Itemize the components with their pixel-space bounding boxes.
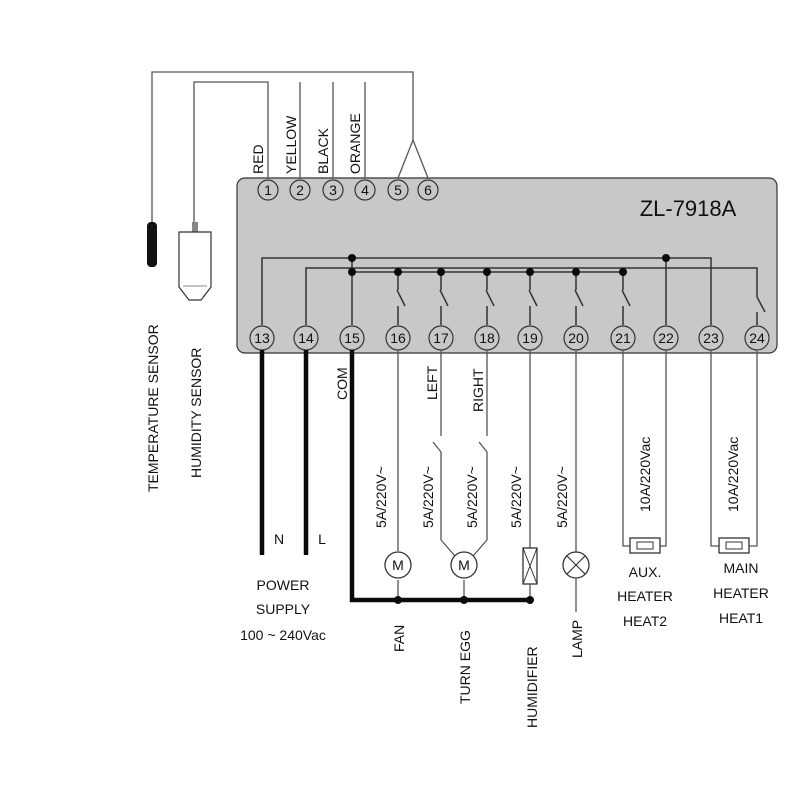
power-supply-label-line3: 100 ~ 240Vac (240, 627, 326, 643)
main-heater-label-line2: HEATER (713, 585, 769, 601)
left-label: LEFT (424, 365, 440, 400)
wire-color-black: BLACK (315, 127, 331, 174)
svg-text:5: 5 (394, 182, 402, 198)
bottom-terminal-16: 16 (385, 325, 411, 351)
neutral-label: N (274, 531, 284, 547)
aux-heater-rating: 10A/220Vac (637, 437, 653, 512)
svg-text:20: 20 (568, 330, 584, 346)
temperature-sensor-probe (147, 222, 157, 267)
lamp-circuit (562, 350, 590, 612)
humidifier-circuit (522, 350, 538, 604)
controller-panel (236, 177, 778, 354)
svg-text:13: 13 (254, 330, 270, 346)
main-heater-circuit (710, 350, 758, 554)
main-heater-label-line3: HEAT1 (719, 610, 763, 626)
lamp-rating: 5A/220V~ (554, 466, 570, 528)
lamp-label: LAMP (569, 620, 585, 658)
aux-heater-label-line3: HEAT2 (623, 613, 667, 629)
bottom-terminal-17: 17 (428, 325, 454, 351)
top-terminal-2: 2 (289, 179, 311, 201)
svg-text:2: 2 (296, 182, 304, 198)
main-heater-label-line1: MAIN (724, 560, 759, 576)
bottom-terminal-19: 19 (517, 325, 543, 351)
svg-text:15: 15 (344, 330, 360, 346)
fan-label: FAN (391, 625, 407, 652)
wire-color-orange: ORANGE (347, 113, 363, 174)
humidity-sensor-body (178, 222, 212, 301)
bottom-terminal-24: 24 (744, 325, 770, 351)
top-terminal-4: 4 (354, 179, 376, 201)
svg-text:19: 19 (522, 330, 538, 346)
power-supply-label-line1: POWER (257, 577, 310, 593)
svg-text:M: M (458, 557, 470, 573)
svg-text:22: 22 (658, 330, 674, 346)
svg-text:3: 3 (329, 182, 337, 198)
com-return-wire (349, 350, 532, 603)
aux-heater-label-line2: HEATER (617, 588, 673, 604)
svg-text:18: 18 (479, 330, 495, 346)
right-label: RIGHT (470, 368, 486, 412)
turn-egg-label: TURN EGG (457, 630, 473, 704)
humidity-sensor-label: HUMIDITY SENSOR (188, 348, 204, 478)
fan-circuit: M (384, 350, 412, 604)
bottom-terminal-18: 18 (474, 325, 500, 351)
wire-color-yellow: YELLOW (283, 115, 299, 174)
aux-heater-label-line1: AUX. (629, 564, 662, 580)
fan-rating: 5A/220V~ (373, 466, 389, 528)
bottom-terminal-22: 22 (653, 325, 679, 351)
temperature-sensor-label: TEMPERATURE SENSOR (145, 324, 161, 492)
internal-relay-wiring (261, 254, 766, 325)
bottom-terminal-20: 20 (563, 325, 589, 351)
power-supply-label-line2: SUPPLY (256, 601, 311, 617)
svg-text:16: 16 (390, 330, 406, 346)
aux-heater-circuit (622, 350, 667, 554)
svg-text:4: 4 (361, 182, 369, 198)
top-terminal-1: 1 (257, 179, 279, 201)
turn-egg-right-rating: 5A/220V~ (464, 466, 480, 528)
humidifier-rating: 5A/220V~ (508, 466, 524, 528)
main-heater-rating: 10A/220Vac (725, 437, 741, 512)
top-terminal-3: 3 (322, 179, 344, 201)
bottom-terminal-21: 21 (610, 325, 636, 351)
bottom-terminal-13: 13 (249, 325, 275, 351)
bottom-terminal-23: 23 (698, 325, 724, 351)
svg-text:6: 6 (424, 182, 432, 198)
live-label: L (318, 531, 326, 547)
model-label: ZL-7918A (640, 196, 737, 221)
top-terminal-5: 5 (387, 179, 409, 201)
svg-text:21: 21 (615, 330, 631, 346)
svg-text:14: 14 (298, 330, 314, 346)
svg-text:24: 24 (749, 330, 765, 346)
sensor-wires (151, 71, 429, 225)
wire-color-red: RED (250, 144, 266, 174)
bottom-terminal-14: 14 (293, 325, 319, 351)
turn-egg-left-rating: 5A/220V~ (420, 466, 436, 528)
top-terminal-6: 6 (417, 179, 439, 201)
bottom-terminal-15: 15 (339, 325, 365, 351)
com-label: COM (334, 367, 350, 400)
svg-text:17: 17 (433, 330, 449, 346)
turn-egg-circuit: M (432, 350, 488, 604)
svg-text:M: M (392, 557, 404, 573)
svg-text:23: 23 (703, 330, 719, 346)
svg-text:1: 1 (264, 182, 272, 198)
humidifier-label: HUMIDIFIER (524, 646, 540, 728)
